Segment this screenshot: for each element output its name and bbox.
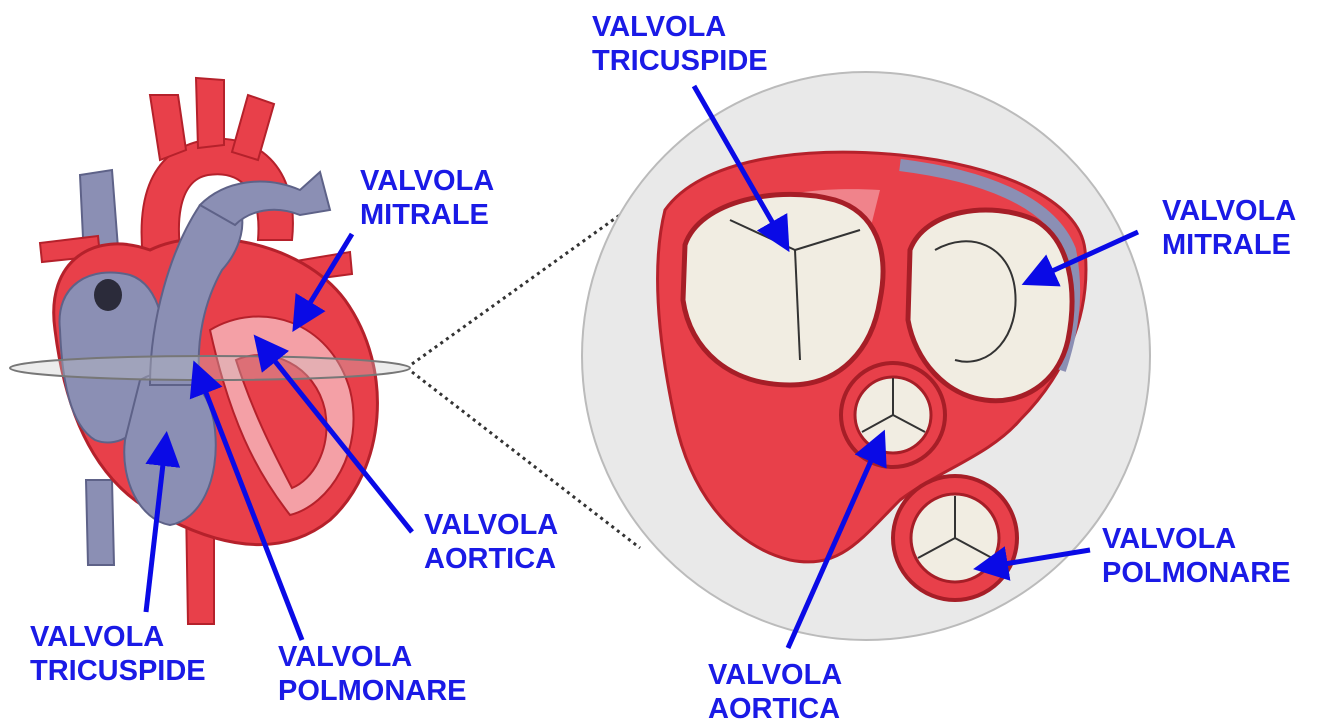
label-right-tricuspide: VALVOLA TRICUSPIDE (592, 10, 768, 78)
aortic-branch-2 (196, 78, 224, 148)
label-left-aortica: VALVOLA AORTICA (424, 508, 558, 576)
aortic-branch-1 (150, 95, 186, 160)
label-line: AORTICA (424, 542, 558, 576)
label-line: VALVOLA (1102, 522, 1291, 556)
label-left-tricuspide: VALVOLA TRICUSPIDE (30, 620, 206, 688)
right-atrium-opening (94, 279, 122, 311)
tricuspid-ring (683, 194, 883, 385)
label-right-mitrale: VALVOLA MITRALE (1162, 194, 1296, 262)
heart-illustration (10, 78, 410, 624)
label-line: POLMONARE (278, 674, 467, 708)
inferior-vena-cava (86, 480, 114, 565)
cutting-plane (10, 356, 410, 380)
label-right-aortica: VALVOLA AORTICA (708, 658, 842, 726)
label-left-polmonare: VALVOLA POLMONARE (278, 640, 467, 708)
label-right-polmonare: VALVOLA POLMONARE (1102, 522, 1291, 590)
label-line: VALVOLA (278, 640, 467, 674)
label-line: AORTICA (708, 692, 842, 726)
right-ventricle (124, 372, 216, 525)
label-line: POLMONARE (1102, 556, 1291, 590)
label-line: VALVOLA (592, 10, 768, 44)
label-line: MITRALE (1162, 228, 1296, 262)
mitral-ring (908, 210, 1072, 401)
label-line: VALVOLA (708, 658, 842, 692)
label-left-mitrale: VALVOLA MITRALE (360, 164, 494, 232)
label-line: VALVOLA (1162, 194, 1296, 228)
label-line: MITRALE (360, 198, 494, 232)
label-line: VALVOLA (424, 508, 558, 542)
label-line: TRICUSPIDE (592, 44, 768, 78)
label-line: VALVOLA (30, 620, 206, 654)
label-line: VALVOLA (360, 164, 494, 198)
label-line: TRICUSPIDE (30, 654, 206, 688)
aortic-branch-3 (232, 95, 274, 160)
